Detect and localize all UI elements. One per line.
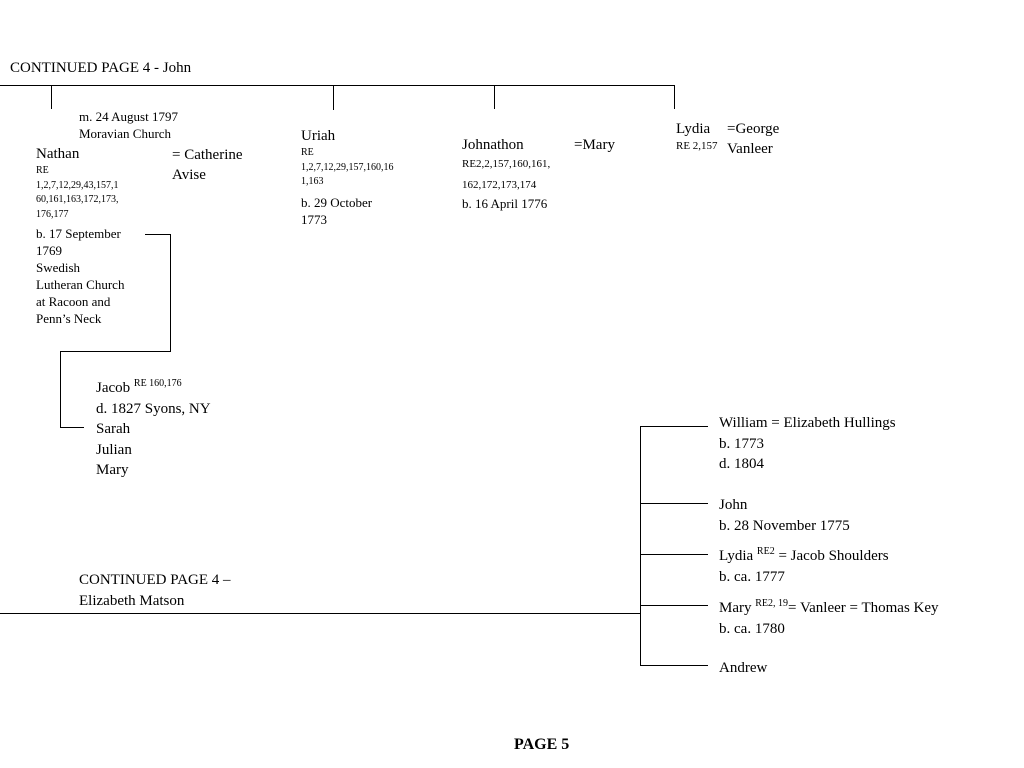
- uriah-birth: b. 29 October 1773: [301, 195, 373, 227]
- jacob-child: Sarah: [96, 421, 131, 437]
- william-entry: William = Elizabeth Hullings b. 1773 d. …: [719, 415, 896, 472]
- jacob-entry: Jacob RE 160,176 d. 1827 Syons, NY Sarah…: [96, 378, 211, 481]
- nathan-jacob-connector: [60, 351, 61, 428]
- nathan-name: Nathan: [36, 146, 80, 162]
- page-label: PAGE 5: [514, 736, 570, 753]
- jacob-refs: RE 160,176: [133, 378, 182, 389]
- elizabeth-matson-line: [0, 613, 641, 614]
- nathan-marriage-place: Moravian Church: [79, 126, 172, 141]
- nathan-jacob-connector: [170, 234, 171, 352]
- andrew-branch: [640, 665, 708, 666]
- lydia-branch: [640, 554, 708, 555]
- jacob-death: d. 1827 Syons, NY: [96, 400, 211, 417]
- nathan-marriage-date: m. 24 August 1797: [79, 109, 178, 124]
- lydia-refs: RE2: [756, 546, 775, 557]
- john-entry: John b. 28 November 1775: [719, 497, 850, 534]
- mary-branch: [640, 605, 708, 606]
- jacob-child: Julian: [96, 441, 132, 458]
- johnathon-refs: RE2,2,157,160,161, 162,172,173,174: [462, 158, 551, 191]
- uriah-refs: RE 1,2,7,12,29,157,160,16 1,163: [301, 147, 394, 187]
- johnathon-birth: b. 16 April 1776: [462, 196, 548, 211]
- lydia-top-refs: RE 2,157: [676, 140, 718, 152]
- lydia-top-name: Lydia: [676, 121, 711, 137]
- william-branch: [640, 426, 708, 427]
- nathan-birth: b. 17 September 1769 Swedish Lutheran Ch…: [36, 226, 125, 326]
- continued-page-4-elizabeth: CONTINUED PAGE 4 – Elizabeth Matson: [79, 572, 231, 609]
- john-branch: [640, 503, 708, 504]
- mary-entry: Mary RE2, 19= Vanleer = Thomas Key b. ca…: [719, 598, 939, 637]
- johnathon-spouse: =Mary: [574, 137, 615, 153]
- uriah-name: Uriah: [301, 128, 336, 144]
- johnathon-drop-line: [494, 85, 495, 109]
- nathan-spouse: = Catherine Avise: [172, 147, 243, 183]
- jacob-name: Jacob: [96, 380, 131, 396]
- nathan-jacob-connector: [60, 427, 84, 428]
- nathan-refs: RE 1,2,7,12,29,43,157,1 60,161,163,172,1…: [36, 165, 119, 220]
- nathan-drop-line: [51, 85, 52, 109]
- john-children-bracket: [0, 85, 674, 86]
- uriah-drop-line: [333, 85, 334, 110]
- lydia-entry: Lydia RE2 = Jacob Shoulders b. ca. 1777: [719, 546, 889, 585]
- lydia-top-spouse: =George Vanleer: [727, 121, 780, 157]
- nathan-jacob-connector: [60, 351, 171, 352]
- mary-refs: RE2, 19: [755, 598, 789, 609]
- matson-children-bracket: [640, 426, 641, 665]
- nathan-jacob-connector: [145, 234, 171, 235]
- andrew-entry: Andrew: [719, 660, 768, 676]
- johnathon-name: Johnathon: [462, 137, 524, 153]
- continued-page-4-john: CONTINUED PAGE 4 - John: [10, 60, 192, 76]
- lydia-drop-line: [674, 85, 675, 109]
- jacob-child: Mary: [96, 462, 129, 478]
